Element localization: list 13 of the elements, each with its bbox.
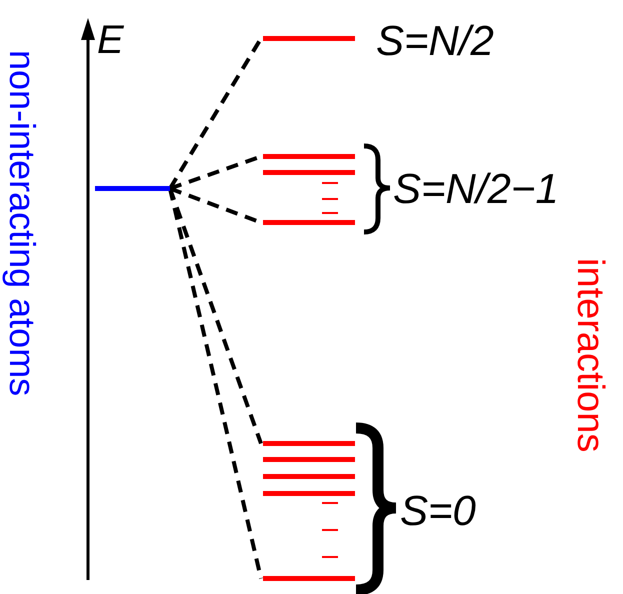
energy-level [263, 441, 355, 446]
energy-level [263, 576, 355, 581]
spin-label: S=0 [400, 490, 476, 532]
energy-level [263, 36, 355, 41]
axis-title: non-interacting atoms [4, 50, 40, 396]
axis-label: E [97, 20, 124, 60]
annotation: interactions [571, 258, 609, 452]
dashed-line [168, 188, 263, 579]
energy-level [263, 220, 355, 225]
energy-level [263, 154, 355, 159]
spin-label: S=N/2−1 [393, 168, 559, 210]
spin-label: S=N/2 [376, 20, 494, 62]
energy-level [95, 186, 170, 191]
